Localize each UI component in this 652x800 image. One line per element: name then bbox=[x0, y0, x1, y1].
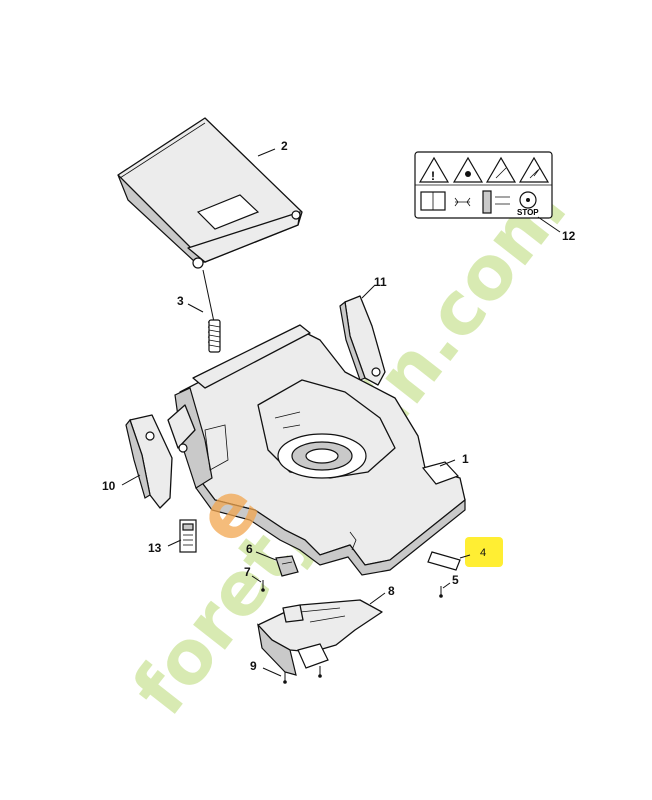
callout-7: 7 bbox=[244, 565, 251, 579]
leader-lines bbox=[121, 148, 561, 677]
callout-6: 6 bbox=[246, 542, 253, 556]
callout-3: 3 bbox=[177, 294, 184, 308]
part-5-screw bbox=[439, 586, 443, 598]
callout-13: 13 bbox=[148, 541, 162, 555]
callout-2: 2 bbox=[281, 139, 288, 153]
stop-text: STOP bbox=[517, 208, 539, 217]
callout-4: 4 bbox=[480, 547, 486, 559]
warning-triangle-icons: ! bbox=[418, 156, 550, 183]
part-7-screw bbox=[261, 580, 265, 592]
instruction-icons bbox=[420, 190, 537, 214]
part-13-small-label bbox=[179, 519, 197, 553]
callout-10: 10 bbox=[102, 479, 116, 493]
part-10-left-bracket bbox=[125, 404, 196, 509]
part-11-right-bracket bbox=[339, 295, 386, 386]
part-3-spring bbox=[202, 269, 221, 353]
part-2-catcher-lid bbox=[117, 117, 303, 269]
callout-5: 5 bbox=[452, 573, 459, 587]
part-9-screws bbox=[283, 666, 322, 684]
part-12-warning-label: ! STOP bbox=[414, 151, 553, 219]
callout-9: 9 bbox=[250, 659, 257, 673]
part-8-discharge-chute bbox=[257, 599, 383, 676]
callout-11: 11 bbox=[374, 275, 387, 289]
part-4-plate bbox=[427, 551, 461, 571]
part-6-clip bbox=[275, 555, 299, 577]
callouts: 1 2 3 4 5 6 7 8 9 10 11 12 13 bbox=[102, 139, 576, 673]
svg-text:!: ! bbox=[431, 169, 435, 183]
callout-4-highlight bbox=[465, 537, 503, 567]
callout-8: 8 bbox=[388, 584, 395, 598]
callout-12: 12 bbox=[562, 229, 576, 243]
callout-1: 1 bbox=[462, 452, 469, 466]
part-1-deck bbox=[174, 324, 466, 576]
